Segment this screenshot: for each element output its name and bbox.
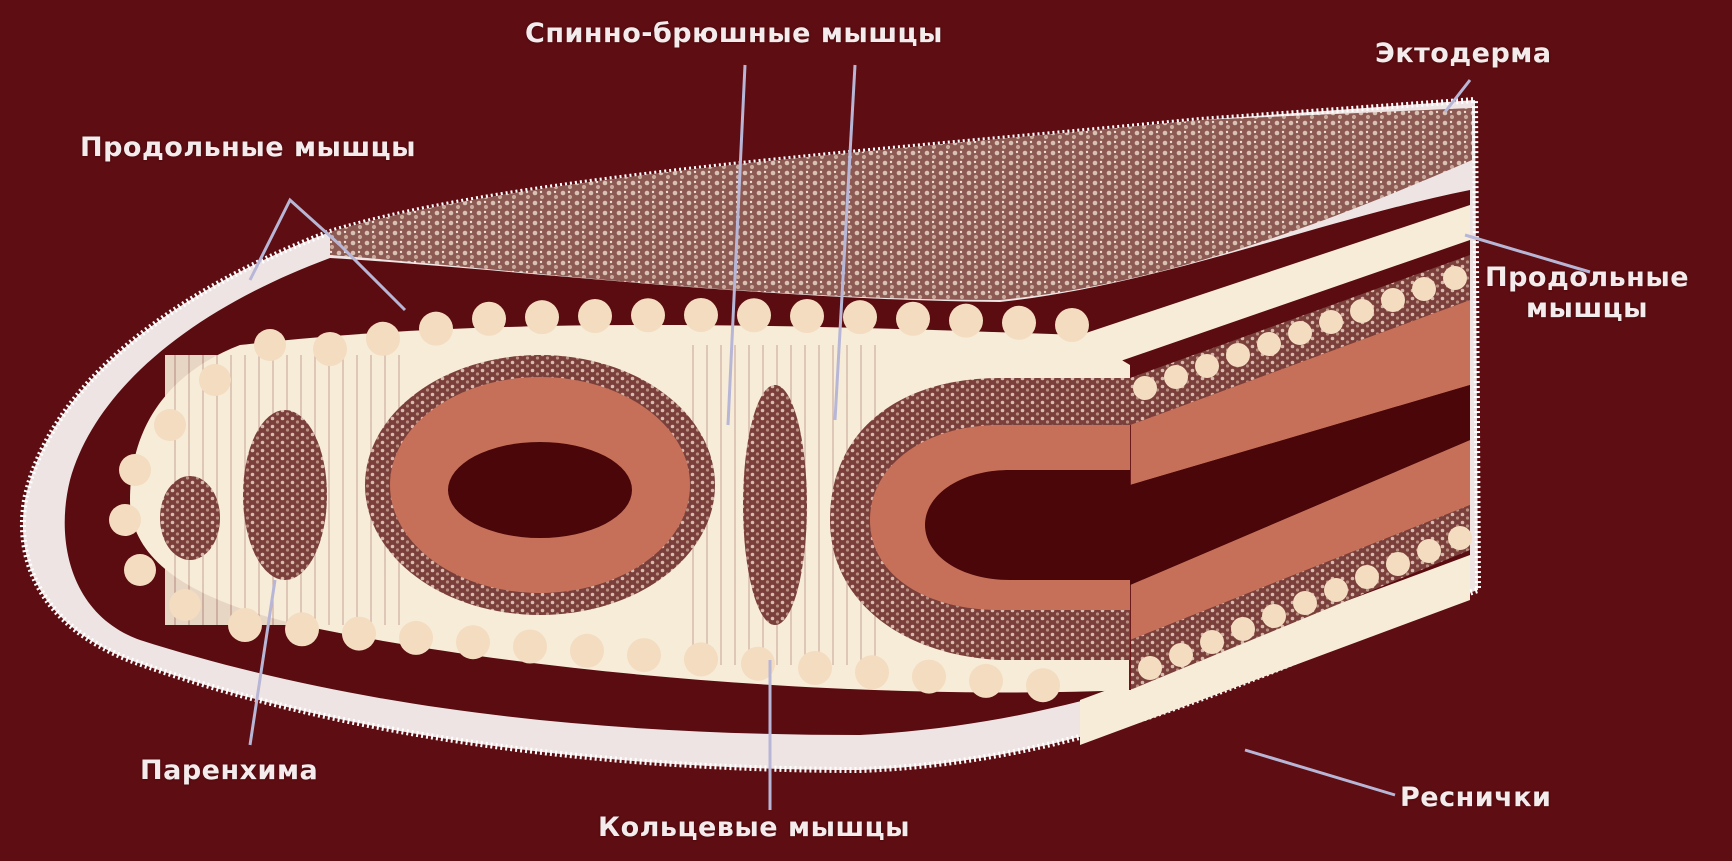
muscle-dot [578,299,612,333]
muscle-dot [1231,617,1255,641]
muscle-dot [1026,668,1060,702]
muscle-dot [843,300,877,334]
muscle-dot [109,504,141,536]
muscle-dot [285,612,319,646]
muscle-dot [627,638,661,672]
leader-cilia [1245,750,1395,795]
muscle-dot [525,300,559,334]
muscle-dot [1417,539,1441,563]
muscle-dot [1226,343,1250,367]
muscle-dot [631,298,665,332]
muscle-dot [228,608,262,642]
muscle-dot [790,299,824,333]
muscle-dot [456,625,490,659]
muscle-dot [1200,630,1224,654]
gut-lumen-right [925,470,1130,580]
muscle-dot [1288,321,1312,345]
label-dorsoventral-muscles: Спинно-брюшные мышцы [525,18,943,49]
muscle-dot [737,298,771,332]
muscle-dot [1195,354,1219,378]
muscle-dot [1319,310,1343,334]
muscle-dot [570,634,604,668]
muscle-dot [1355,565,1379,589]
label-ectoderm: Эктодерма [1375,38,1552,69]
muscle-dot [254,329,286,361]
muscle-dot [1381,288,1405,312]
muscle-dot [1169,643,1193,667]
muscle-dot [342,617,376,651]
muscle-dot [154,409,186,441]
muscle-dot [419,312,453,346]
label-longitudinal-muscles-right-line2: мышцы [1485,293,1689,324]
label-longitudinal-muscles-right-line1: Продольные [1485,262,1689,293]
muscle-dot [366,322,400,356]
muscle-dot [472,302,506,336]
muscle-dot [119,454,151,486]
muscle-dot [1262,604,1286,628]
muscle-dot [1055,308,1089,342]
muscle-dot [1350,299,1374,323]
nerve-cord-small [160,476,220,560]
muscle-dot [896,302,930,336]
label-parenchyma: Паренхима [140,755,318,786]
muscle-dot [1324,578,1348,602]
muscle-dot [798,651,832,685]
muscle-dot [124,554,156,586]
muscle-dot [949,304,983,338]
muscle-dot [1412,277,1436,301]
middle-speckled-column [743,385,807,625]
muscle-dot [399,621,433,655]
muscle-dot [1448,526,1472,550]
muscle-dot [1138,656,1162,680]
muscle-dot [1386,552,1410,576]
muscle-dot [969,664,1003,698]
label-longitudinal-muscles-left: Продольные мышцы [80,132,416,163]
muscle-dot [684,298,718,332]
muscle-dot [199,364,231,396]
muscle-dot [1443,266,1467,290]
muscle-dot [313,332,347,366]
label-longitudinal-muscles-right: Продольные мышцы [1485,262,1689,324]
gut-lumen-left [448,442,632,538]
label-circular-muscles: Кольцевые мышцы [598,812,910,843]
muscle-dot [912,660,946,694]
muscle-dot [1164,365,1188,389]
label-cilia: Реснички [1400,782,1551,813]
muscle-dot [169,589,201,621]
nerve-cord-large [243,410,327,580]
muscle-dot [513,630,547,664]
muscle-dot [684,642,718,676]
muscle-dot [855,655,889,689]
muscle-dot [1293,591,1317,615]
muscle-dot [1257,332,1281,356]
muscle-dot [1133,376,1157,400]
muscle-dot [1002,306,1036,340]
